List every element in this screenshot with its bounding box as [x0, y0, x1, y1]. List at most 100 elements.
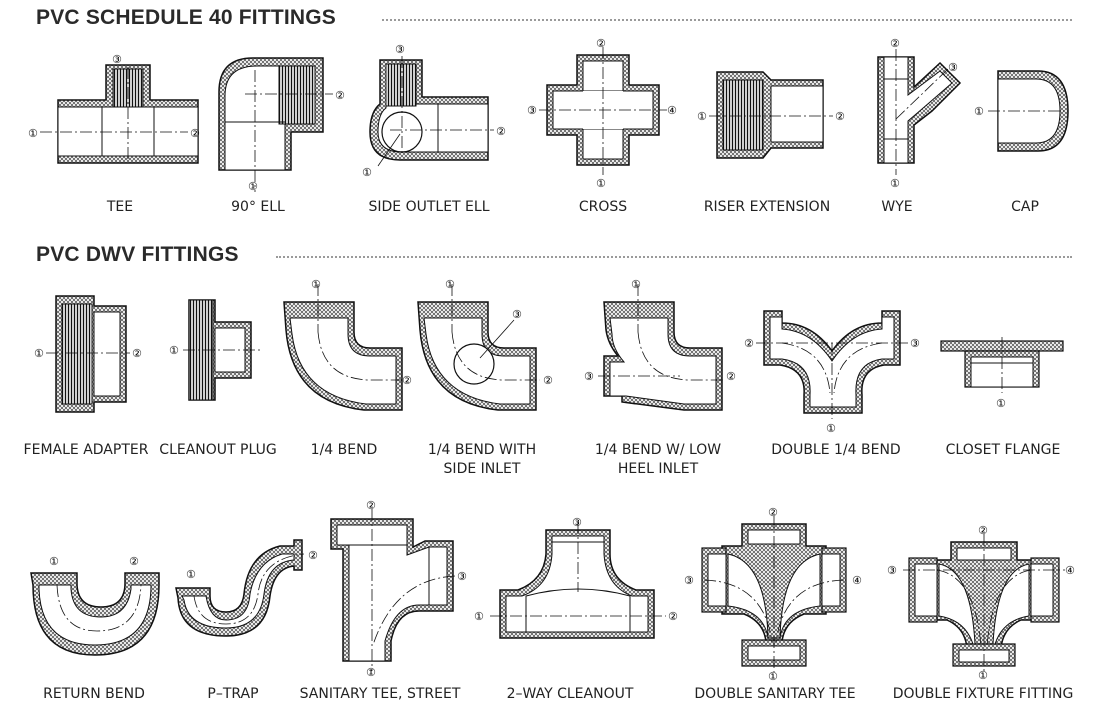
- fitting-label: SANITARY TEE, STREET: [299, 686, 461, 702]
- port-marker: ②: [744, 337, 754, 350]
- port-marker: ③: [948, 61, 958, 74]
- port-marker: ①: [890, 177, 900, 190]
- double-sanitary-tee-drawing: ② ③ ④ ①: [684, 506, 862, 683]
- port-marker: ③: [910, 337, 920, 350]
- closet-flange-fitting: ①: [935, 335, 1070, 415]
- port-marker: ①: [445, 278, 455, 291]
- double-quarter-bend-fitting: ② ③ ①: [742, 305, 932, 440]
- cap-fitting: ①: [970, 65, 1080, 165]
- port-marker: ①: [996, 397, 1006, 410]
- port-marker: ②: [543, 374, 553, 387]
- port-marker: ④: [852, 574, 862, 587]
- port-marker: ④: [1065, 564, 1075, 577]
- port-marker: ③: [684, 574, 694, 587]
- port-marker: ②: [366, 499, 376, 512]
- port-marker: ①: [49, 555, 59, 568]
- port-marker: ③: [112, 53, 122, 66]
- port-marker: ②: [768, 506, 778, 519]
- port-marker: ①: [169, 344, 179, 357]
- fitting-label: DOUBLE 1/4 BEND: [771, 442, 901, 458]
- return-bend-drawing: ① ②: [30, 555, 160, 656]
- port-marker: ①: [186, 568, 196, 581]
- quarter-bend-side-inlet-drawing: ① ③ ②: [417, 278, 553, 411]
- p-trap-fitting: ① ②: [170, 532, 330, 662]
- double-sanitary-tee-fitting: ② ③ ④ ①: [680, 502, 875, 683]
- two-way-cleanout-fitting: ③ ① ②: [470, 512, 685, 642]
- p-trap-drawing: ① ②: [175, 539, 318, 637]
- port-marker: ②: [726, 370, 736, 383]
- fitting-label: FEMALE ADAPTER: [23, 442, 149, 458]
- tee-fitting: ① ② ③: [20, 45, 220, 175]
- double-fixture-fitting: ② ③ ④ ①: [883, 520, 1083, 682]
- quarter-bend-side-inlet-fitting: ① ③ ②: [412, 272, 562, 422]
- riser-extension-fitting: ① ②: [695, 60, 855, 175]
- fitting-label: 90° ELL: [231, 199, 285, 215]
- quarter-bend-low-heel-fitting: ① ③ ②: [580, 272, 745, 422]
- port-marker: ②: [335, 89, 345, 102]
- port-marker: ①: [768, 670, 778, 683]
- port-marker: ②: [402, 374, 412, 387]
- tee-drawing: ① ② ③: [28, 53, 200, 164]
- port-marker: ③: [584, 370, 594, 383]
- sanitary-tee-street-drawing: ② ③ ①: [330, 499, 467, 679]
- section-title-schedule-40: PVC SCHEDULE 40 FITTINGS: [36, 6, 337, 29]
- port-marker: ①: [248, 180, 258, 193]
- port-marker: ①: [34, 347, 44, 360]
- fitting-label: P–TRAP: [207, 686, 259, 702]
- port-marker: ①: [697, 110, 707, 123]
- section-divider: [382, 19, 1072, 21]
- port-marker: ③: [572, 516, 582, 529]
- port-marker: ③: [512, 308, 522, 321]
- cap-drawing: ①: [974, 70, 1069, 152]
- port-marker: ②: [496, 125, 506, 138]
- port-marker: ①: [311, 278, 321, 291]
- fitting-label: TEE: [106, 199, 134, 215]
- port-marker: ①: [631, 278, 641, 291]
- fitting-label: DOUBLE SANITARY TEE: [694, 686, 856, 702]
- cross-fitting: ② ③ ④ ①: [525, 35, 685, 195]
- fitting-label: WYE: [881, 199, 913, 215]
- side-outlet-ell-drawing: ② ③ ①: [362, 43, 506, 179]
- fitting-label: SIDE OUTLET ELL: [368, 199, 490, 215]
- port-marker: ①: [366, 666, 376, 679]
- port-marker: ②: [890, 37, 900, 50]
- fitting-label: RISER EXTENSION: [703, 199, 831, 215]
- port-marker: ②: [190, 127, 200, 140]
- quarter-bend-fitting: ① ②: [278, 272, 413, 422]
- ell-90-drawing: ② ①: [218, 57, 345, 193]
- wye-fitting: ② ③ ①: [860, 35, 970, 195]
- wye-drawing: ② ③ ①: [877, 37, 962, 190]
- port-marker: ②: [596, 37, 606, 50]
- ell-90-fitting: ② ①: [215, 50, 355, 200]
- riser-extension-drawing: ① ②: [697, 71, 845, 159]
- cleanout-plug-fitting: ①: [165, 292, 270, 412]
- port-marker: ③: [887, 564, 897, 577]
- port-marker: ②: [132, 347, 142, 360]
- port-marker: ②: [668, 610, 678, 623]
- port-marker: ③: [395, 43, 405, 56]
- port-marker: ①: [28, 127, 38, 140]
- female-adapter-fitting: ① ②: [28, 290, 158, 420]
- quarter-bend-drawing: ① ②: [283, 278, 412, 411]
- port-marker: ②: [835, 110, 845, 123]
- return-bend-fitting: ① ②: [25, 545, 175, 665]
- fitting-label: CAP: [1011, 199, 1039, 215]
- port-marker: ①: [362, 166, 372, 179]
- section-title-dwv: PVC DWV FITTINGS: [36, 243, 239, 266]
- closet-flange-drawing: ①: [940, 337, 1064, 410]
- fitting-label: CLOSET FLANGE: [945, 442, 1061, 458]
- port-marker: ①: [474, 610, 484, 623]
- fitting-label: 1/4 BEND: [310, 442, 378, 458]
- section-divider: [276, 256, 1072, 258]
- double-quarter-bend-drawing: ② ③ ①: [744, 310, 920, 435]
- port-marker: ②: [129, 555, 139, 568]
- sanitary-tee-street-fitting: ② ③ ①: [325, 495, 485, 680]
- port-marker: ①: [826, 422, 836, 435]
- cross-drawing: ② ③ ④ ①: [527, 37, 677, 190]
- port-marker: ④: [667, 104, 677, 117]
- port-marker: ①: [974, 105, 984, 118]
- quarter-bend-low-heel-drawing: ① ③ ②: [584, 278, 736, 411]
- port-marker: ①: [596, 177, 606, 190]
